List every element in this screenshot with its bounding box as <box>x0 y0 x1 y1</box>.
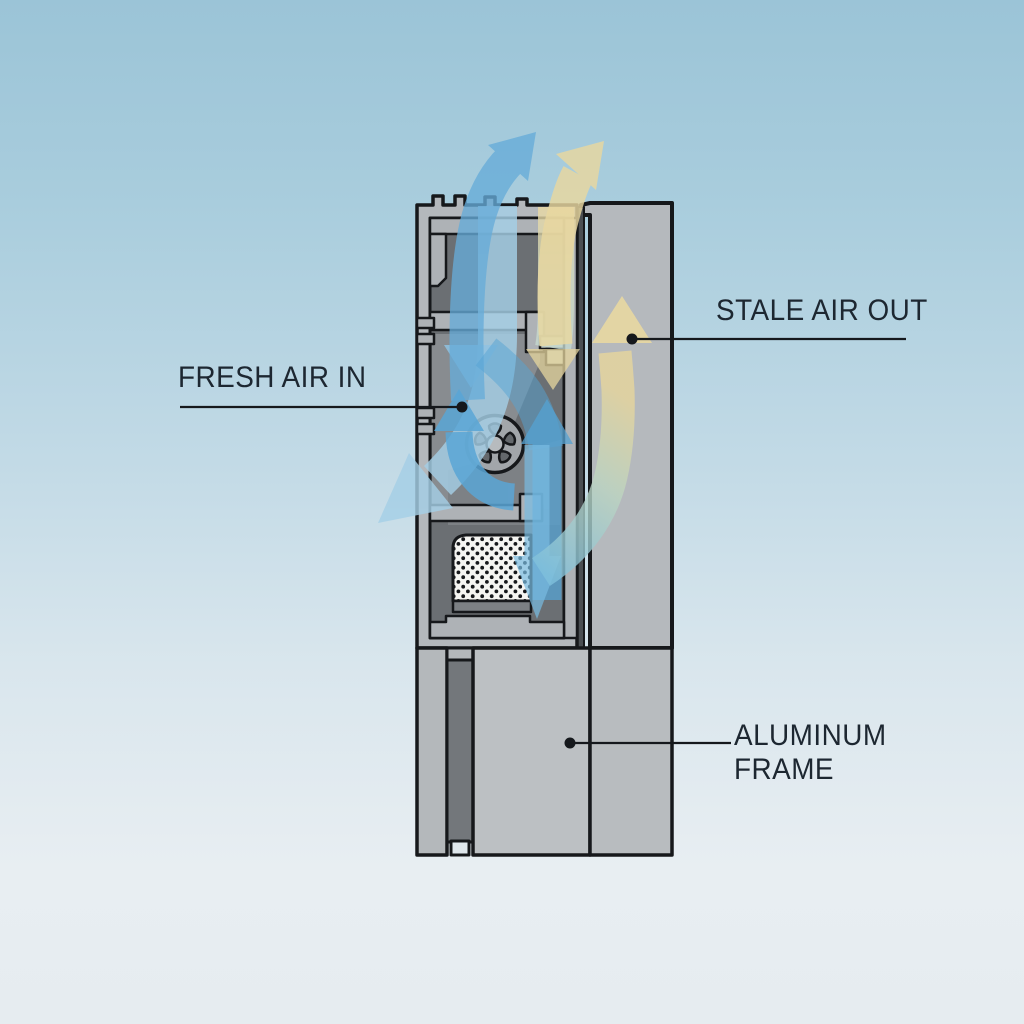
left-wall-groove-upper <box>415 316 436 346</box>
stale-air-out-label: STALE AIR OUT <box>716 294 928 327</box>
stale-air-down-arrowhead <box>526 349 580 390</box>
stale-air-rise-arrow <box>531 296 652 586</box>
air-flow-arrows <box>378 132 652 619</box>
thermal-break-foot-notch <box>449 839 471 857</box>
fresh-air-in-label: FRESH AIR IN <box>178 361 367 394</box>
fresh-air-exit-arrowhead <box>378 453 453 523</box>
thermal-break-cap <box>445 646 475 662</box>
bottom-main-block <box>471 646 592 857</box>
filter-support-bar <box>451 599 533 614</box>
fresh-air-leader-dot <box>456 401 468 413</box>
aluminum-slab-lower <box>588 646 674 857</box>
bottom-left-column <box>415 646 449 857</box>
thermal-break-strip <box>445 658 475 844</box>
stale-air-top-arrow <box>537 141 604 347</box>
fresh-air-intake-ribbon <box>378 206 517 523</box>
stale-air-up-arrowhead <box>592 296 652 343</box>
stale-air-leader-dot <box>626 333 638 345</box>
fresh-air-top-arrow <box>449 132 536 401</box>
leader-lines <box>180 333 906 749</box>
air-filter <box>451 533 533 603</box>
housing-top-hook <box>428 232 448 288</box>
aluminum-frame-label: ALUMINUM FRAME <box>734 719 887 786</box>
aluminum-frame-leader-dot <box>564 737 576 749</box>
housing-bottom-channel <box>428 614 566 640</box>
